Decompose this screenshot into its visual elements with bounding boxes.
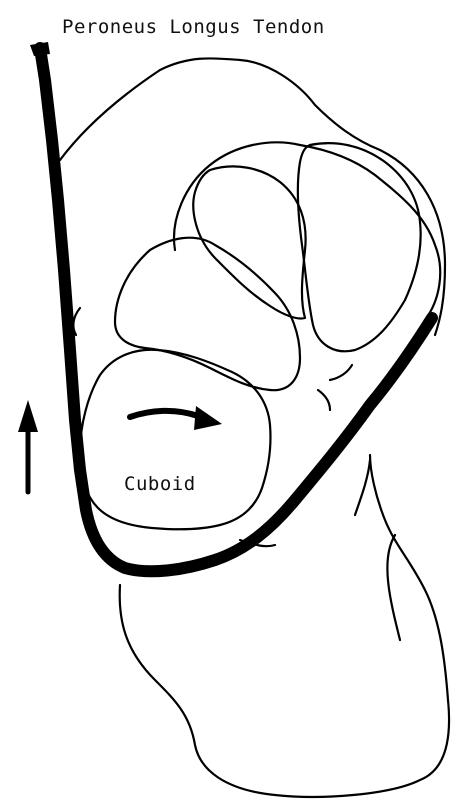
- medial-cuneiform-bone: [298, 143, 421, 351]
- pull-arrow-head: [18, 400, 38, 432]
- cuboid-label: Cuboid: [124, 473, 196, 495]
- rotation-arrow-head: [194, 406, 222, 430]
- lower-leg-line: [355, 460, 370, 515]
- lateral-cuneiform-bone: [115, 238, 300, 391]
- peroneus-longus-tendon: [40, 48, 432, 571]
- tendon-top-cap: [30, 42, 50, 56]
- cuboid-bone: [80, 350, 271, 530]
- rotation-arrow-shaft: [130, 411, 198, 417]
- detail-line-2: [330, 365, 352, 380]
- detail-line-3: [318, 390, 330, 410]
- heel-inner-curve: [387, 535, 400, 640]
